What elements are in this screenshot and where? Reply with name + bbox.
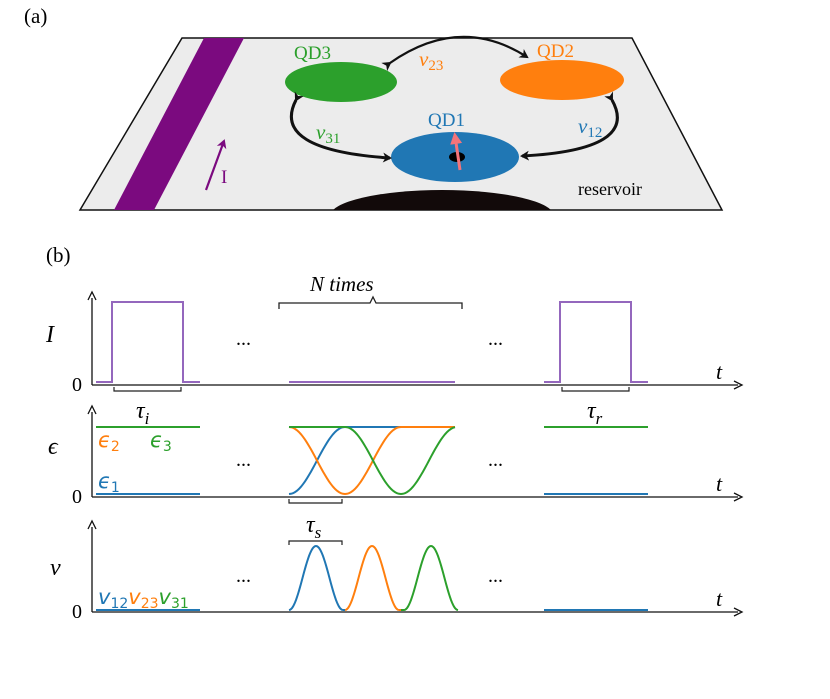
pulse-initial	[96, 301, 200, 383]
axis-y-coupling-arrow	[87, 519, 97, 530]
tau-i-label: τi	[136, 398, 150, 428]
panel-a: (a) I QD3 QD2 QD1 v23 v31 v12 reservoir	[24, 4, 724, 211]
n-times-label: N times	[309, 272, 374, 296]
ellipsis-current-left: ...	[236, 328, 251, 350]
coupling-label-v23: v23	[419, 47, 443, 74]
tau-s-bracket-bottom	[288, 540, 343, 545]
row-current: I 0 t ... ... τi τr	[45, 290, 744, 428]
time-label-detuning: t	[716, 471, 723, 496]
current-label: I	[221, 167, 227, 188]
coupling-arrow-v12	[520, 91, 619, 161]
spin-arrow	[450, 132, 463, 171]
axis-x-detuning-arrow	[733, 492, 744, 502]
n-times-brace	[278, 295, 463, 309]
row-detuning: ϵ 0 t ϵ2 ϵ3 ϵ1 ... ... τs	[48, 404, 744, 545]
tau-s-label: τs	[306, 512, 322, 542]
panel-b-label: (b)	[46, 243, 71, 267]
ylabel-current: I	[45, 322, 55, 348]
v23-pulse	[344, 544, 400, 611]
coupling-label-v31: v31	[316, 120, 340, 147]
time-label-coupling: t	[716, 586, 723, 611]
axis-x-coupling-arrow	[733, 607, 744, 617]
current-arrow	[204, 139, 227, 191]
eps3-curve	[289, 426, 456, 496]
qd3-ellipse	[285, 62, 397, 102]
qd2-ellipse	[500, 60, 624, 100]
ellipsis-current-right: ...	[488, 328, 503, 350]
axis-y-detuning-arrow	[87, 404, 97, 415]
tau-r-bracket	[561, 387, 630, 392]
current-wire	[114, 38, 244, 210]
ylabel-coupling: v	[50, 555, 61, 581]
panel-a-label: (a)	[24, 4, 47, 28]
qd3-label: QD3	[294, 43, 331, 64]
zero-label-coupling: 0	[72, 601, 82, 623]
zero-label-current: 0	[72, 374, 82, 396]
v-series-labels: v12v23v31	[98, 585, 189, 612]
ellipsis-detuning-right: ...	[488, 449, 503, 471]
axis-x-current-arrow	[733, 380, 744, 390]
reservoir-label: reservoir	[578, 179, 642, 199]
ylabel-detuning: ϵ	[48, 434, 59, 460]
ellipsis-coupling-left: ...	[236, 565, 251, 587]
time-label-current: t	[716, 359, 723, 384]
v31-pulse	[401, 544, 459, 611]
zero-label-detuning: 0	[72, 486, 82, 508]
coupling-arrow-v31	[289, 91, 392, 163]
axis-y-current-arrow	[87, 290, 97, 301]
v12-pulse	[288, 544, 344, 611]
eps2-label: ϵ2	[98, 428, 120, 455]
panel-b: (b) N times I 0 t ... ... τi τr	[45, 243, 744, 623]
row-coupling: v 0 t v12v23v31 ... ...	[50, 519, 744, 623]
ellipsis-detuning-left: ...	[236, 449, 251, 471]
ellipsis-coupling-right: ...	[488, 565, 503, 587]
qd2-label: QD2	[537, 41, 574, 62]
coupling-label-v12: v12	[578, 114, 602, 141]
tau-i-bracket	[113, 387, 182, 392]
tau-s-bracket-top	[288, 499, 343, 504]
eps2-curve	[288, 426, 455, 496]
eps3-label: ϵ3	[150, 428, 172, 455]
coupling-arrow-v23	[381, 35, 529, 72]
qd1-label: QD1	[428, 110, 465, 131]
tau-r-label: τr	[587, 398, 603, 428]
reservoir	[330, 190, 554, 210]
pulse-readout	[544, 301, 648, 383]
eps1-label: ϵ1	[98, 469, 120, 496]
